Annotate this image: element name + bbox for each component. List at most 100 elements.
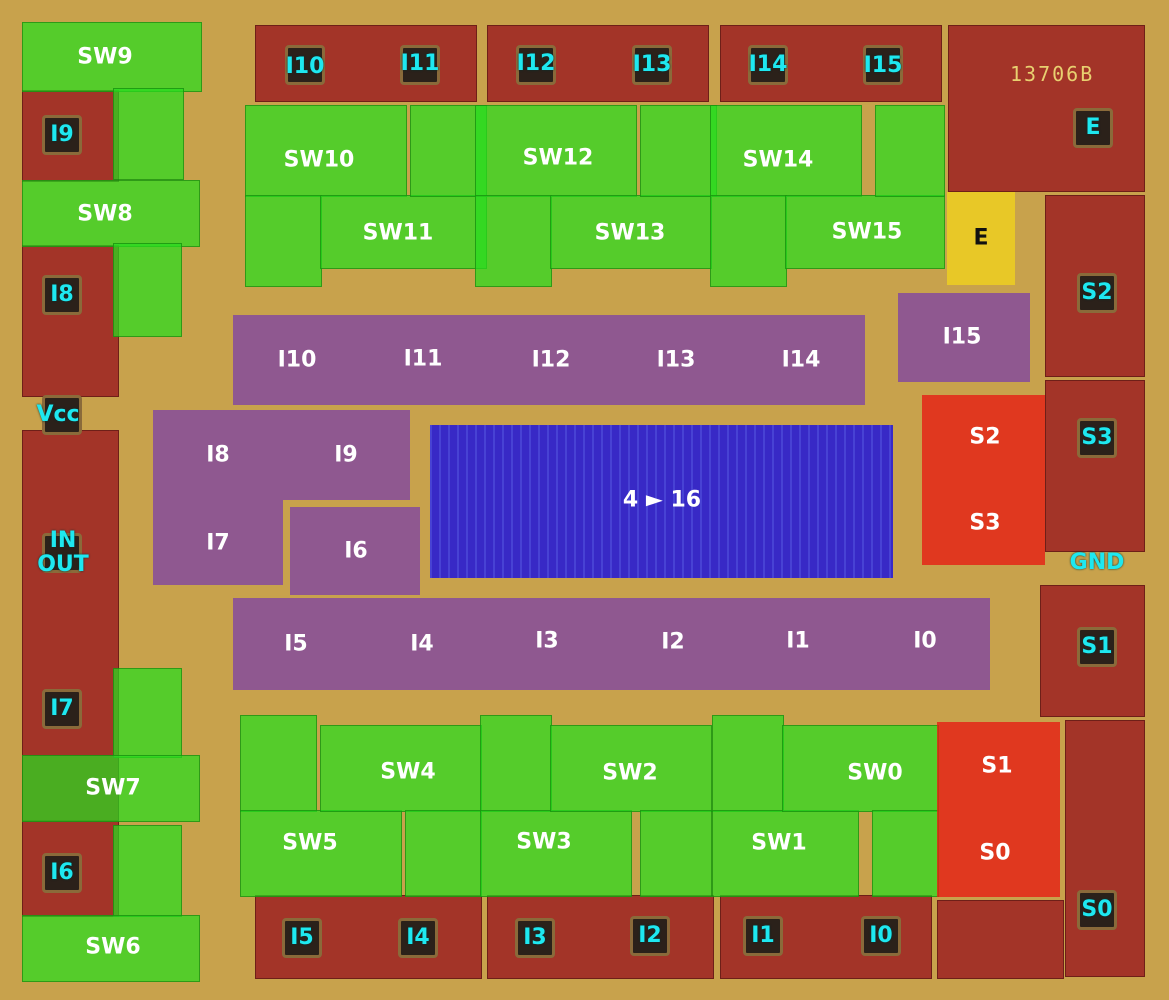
block-label-i0: I0 [913, 628, 937, 654]
pad-label-i5: I5 [290, 925, 314, 950]
bond-pad [632, 45, 672, 85]
switch-sw12 [475, 105, 637, 197]
bond-pad [285, 45, 325, 85]
block-label-i5: I5 [284, 631, 308, 657]
switch-label-sw9: SW9 [77, 44, 133, 70]
bond-pad [282, 918, 322, 958]
bond-pad [1077, 627, 1117, 667]
switch-sw2 [550, 725, 712, 812]
switch-sw13 [550, 195, 712, 269]
bond-pad [630, 916, 670, 956]
switch-sw2-leg [640, 810, 712, 897]
bond-pad [516, 45, 556, 85]
decoder-block [430, 425, 893, 578]
switch-sw8-leg [113, 243, 182, 337]
block-label-i7: I7 [206, 530, 230, 556]
bond-pad [515, 918, 555, 958]
switch-label-sw0: SW0 [847, 760, 903, 786]
select-block-s1-s0 [937, 722, 1060, 897]
input-block-i7 [153, 500, 283, 585]
pad-label-i0: I0 [869, 923, 893, 948]
bond-pad [398, 918, 438, 958]
decoder-label: 4 ► 16 [622, 487, 702, 513]
enable-label: E [973, 225, 989, 251]
switch-sw6-leg [113, 825, 182, 917]
switch-sw11 [320, 195, 487, 269]
block-label-i15: I15 [942, 324, 982, 350]
switch-sw13-leg [640, 105, 717, 197]
pad-label-i15: I15 [863, 53, 903, 78]
switch-label-sw3: SW3 [516, 829, 572, 855]
block-label-i8: I8 [206, 442, 230, 468]
switch-sw14-leg [710, 195, 787, 287]
pad-label-i10: I10 [285, 54, 325, 79]
pad-label-e: E [1085, 115, 1101, 140]
pad-label-i9: I9 [50, 122, 74, 147]
block-label-i1: I1 [786, 628, 810, 654]
pad-label-i4: I4 [406, 925, 430, 950]
bond-pad [1077, 890, 1117, 930]
switch-sw15-leg [875, 105, 945, 197]
switch-sw0-leg [872, 810, 939, 897]
enable-block [947, 192, 1015, 285]
input-block-i6 [290, 507, 420, 595]
switch-sw15 [785, 195, 945, 269]
block-label-i6: I6 [344, 538, 368, 564]
switch-sw4 [320, 725, 482, 812]
select-label-s3: S3 [969, 510, 1001, 536]
pad-label-i11: I11 [400, 51, 440, 76]
pad-label-vcc: Vcc [36, 402, 80, 427]
switch-sw6 [22, 915, 200, 982]
bond-pad [42, 689, 82, 729]
switch-sw11-leg [410, 105, 487, 197]
select-label-s2: S2 [969, 424, 1001, 450]
switch-sw0 [782, 725, 939, 812]
pad-label-i1: I1 [751, 923, 775, 948]
block-label-i3: I3 [535, 628, 559, 654]
block-label-i14: I14 [781, 347, 821, 373]
select-label-s0: S0 [979, 840, 1011, 866]
bond-pad [1073, 108, 1113, 148]
pad-label-i8: I8 [50, 282, 74, 307]
pad-area [22, 245, 119, 397]
switch-sw1-leg [712, 715, 784, 812]
bond-pad [42, 533, 82, 573]
switch-label-sw13: SW13 [594, 220, 666, 246]
bond-pad [1077, 273, 1117, 313]
bond-pad [861, 916, 901, 956]
pad-label-s1: S1 [1081, 634, 1113, 659]
switch-sw5 [240, 810, 402, 897]
switch-sw8 [22, 180, 200, 247]
pad-label-s2: S2 [1081, 280, 1113, 305]
bond-pad [743, 916, 783, 956]
bond-pad [42, 395, 82, 435]
pad-label-i12: I12 [516, 51, 556, 76]
switch-label-sw7: SW7 [85, 775, 141, 801]
switch-label-sw2: SW2 [602, 760, 658, 786]
switch-sw12-leg [475, 195, 552, 287]
bond-pad [400, 45, 440, 85]
bond-pad [42, 275, 82, 315]
block-label-i10: I10 [277, 347, 317, 373]
switch-sw7-leg [113, 668, 182, 758]
pad-label-i3: I3 [523, 925, 547, 950]
pad-label-i2: I2 [638, 923, 662, 948]
block-label-i2: I2 [661, 629, 685, 655]
bond-pad [863, 45, 903, 85]
block-label-i11: I11 [403, 346, 443, 372]
bond-pad [748, 45, 788, 85]
switch-label-sw12: SW12 [522, 145, 594, 171]
switch-sw7 [22, 755, 200, 822]
pad-label-i14: I14 [748, 52, 788, 77]
pad-label-s3: S3 [1081, 425, 1113, 450]
switch-sw10-leg [245, 195, 322, 287]
input-block-row-bottom [233, 598, 990, 690]
switch-label-sw14: SW14 [742, 147, 814, 173]
block-label-i9: I9 [334, 442, 358, 468]
pad-area [948, 25, 1145, 192]
switch-label-sw10: SW10 [283, 147, 355, 173]
bond-pad [42, 853, 82, 893]
switch-label-sw1: SW1 [751, 830, 807, 856]
switch-label-sw6: SW6 [85, 934, 141, 960]
